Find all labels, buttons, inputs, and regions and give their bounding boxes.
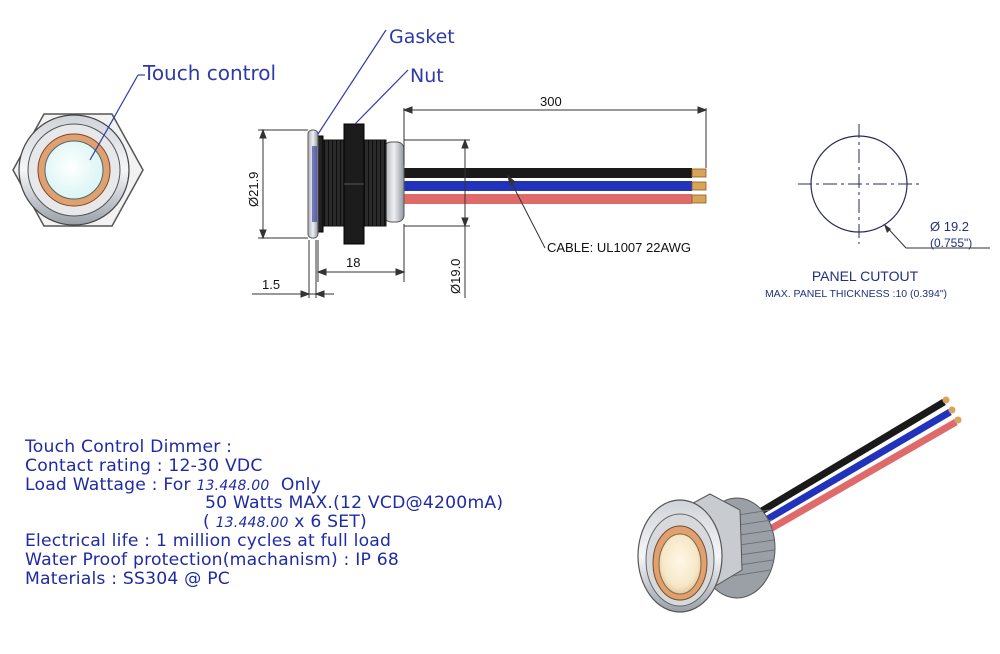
wire-black (400, 168, 692, 178)
panel-thickness-note: MAX. PANEL THICKNESS :10 (0.394") (765, 288, 947, 300)
dimension-cable-length (402, 106, 708, 168)
spec-set-prefix: ( (203, 512, 216, 533)
gasket-callout: Gasket (317, 26, 455, 135)
spec-load-prefix: Load Wattage : For (25, 474, 197, 495)
spec-contact-rating: Contact rating : 12-30 VDC (25, 455, 263, 476)
front-view (12, 113, 144, 227)
render-wires (758, 396, 962, 532)
spec-water-proof: Water Proof protection(machanism) : IP 6… (25, 549, 399, 570)
spec-load-wattage: Load Wattage : For 13.448.00 Only (25, 474, 625, 495)
panel-cutout-title: PANEL CUTOUT (812, 268, 919, 284)
spec-electrical-life: Electrical life : 1 million cycles at fu… (25, 530, 392, 551)
spec-materials: Materials : SS304 @ PC (25, 568, 231, 589)
dimension-head-diameter (258, 128, 308, 240)
spec-load-suffix: Only (269, 474, 322, 495)
cutout-diameter-inch-label: (0.755") (930, 236, 972, 250)
product-3d-render (637, 396, 962, 613)
dim-18-label: 18 (346, 255, 360, 270)
cutout-diameter-label: Ø 19.2 (930, 219, 969, 234)
gasket-label: Gasket (389, 26, 455, 48)
dim-head-diameter-label: Ø21.9 (246, 172, 261, 207)
spec-title: Touch Control Dimmer : (25, 437, 233, 457)
dimension-gasket-thickness (252, 240, 334, 298)
touch-control-label: Touch control (142, 61, 276, 85)
dim-1-5-label: 1.5 (262, 277, 280, 292)
specification-text: Touch Control Dimmer : Contact rating : … (25, 438, 625, 588)
side-view (307, 123, 707, 245)
rear-cap (383, 141, 405, 223)
nut-callout: Nut (354, 65, 444, 125)
dim-thread-diameter-label: Ø19.0 (448, 259, 463, 294)
nut-label: Nut (410, 65, 444, 87)
spec-load-value: 13.448.00 (196, 477, 270, 494)
panel-cutout-drawing (798, 124, 990, 249)
wire-blue (400, 181, 692, 191)
wire-red (400, 194, 692, 204)
touch-control-callout: Touch control (89, 61, 276, 161)
dimension-body-length (316, 224, 406, 282)
render-lens (658, 533, 702, 595)
dim-300-label: 300 (540, 94, 562, 109)
cable-callout (507, 174, 546, 249)
spec-set-suffix: x 6 SET) (288, 512, 367, 533)
front-lens (44, 140, 104, 200)
spec-set: ( 13.448.00 x 6 SET) (25, 513, 625, 532)
dimension-thread-diameter (404, 138, 470, 298)
spec-watts: 50 Watts MAX.(12 VCD@4200mA) (205, 493, 504, 514)
cable-label: CABLE: UL1007 22AWG (547, 240, 691, 255)
spec-set-value: 13.448.00 (215, 515, 289, 532)
